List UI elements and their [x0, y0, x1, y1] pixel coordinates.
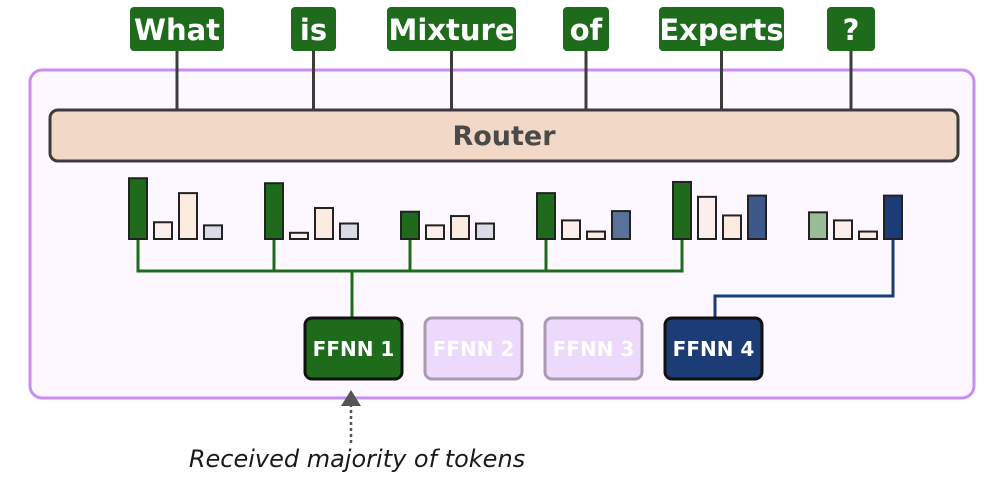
token-1: What: [130, 7, 224, 51]
expert-ffnn-3: FFNN 3: [543, 316, 644, 381]
expert-label: FFNN 1: [313, 337, 395, 361]
token-6: ?: [827, 7, 875, 51]
token-label: Mixture: [389, 13, 515, 47]
token-box: [387, 7, 516, 51]
token-box: [827, 7, 875, 51]
token-label: ?: [843, 13, 860, 47]
probability-bar-expert-1: [128, 177, 148, 241]
probability-bar-expert-4: [339, 222, 359, 240]
expert-ffnn-4: FFNN 4: [663, 316, 764, 381]
router-probabilities-token-2: [264, 182, 359, 241]
probability-bar-expert-4: [883, 194, 903, 241]
token-box: [659, 7, 784, 51]
probability-bar-expert-3: [722, 214, 742, 241]
router-probabilities-token-6: [808, 194, 903, 241]
annotation-caption: Received majority of tokens: [188, 445, 526, 473]
token-box: [130, 7, 224, 51]
probability-bar-expert-2: [697, 195, 717, 240]
probability-bar-expert-3: [858, 230, 878, 240]
token-label: is: [300, 13, 327, 47]
probability-bar-expert-4: [747, 194, 767, 241]
expert-box: [663, 316, 764, 381]
arrow-up-icon: [341, 390, 361, 445]
router-probabilities-token-1: [128, 177, 223, 241]
router-label: Router: [452, 121, 556, 152]
probability-bar-expert-3: [586, 230, 606, 240]
expert-label: FFNN 4: [673, 337, 755, 361]
expert-box: [423, 316, 524, 381]
router-box: [48, 108, 960, 163]
probability-bar-expert-1: [672, 180, 692, 241]
probability-bar-expert-2: [425, 224, 445, 241]
token-box: [563, 7, 609, 51]
router-probabilities-token-4: [536, 192, 631, 241]
probability-bar-expert-3: [314, 207, 334, 240]
probability-bar-expert-3: [178, 192, 198, 240]
expert-box: [543, 316, 644, 381]
expert-ffnn-2: FFNN 2: [423, 316, 524, 381]
token-label: Experts: [659, 13, 783, 47]
probability-bar-expert-3: [450, 215, 470, 240]
probability-bar-expert-2: [289, 231, 309, 241]
probability-bar-expert-2: [153, 221, 173, 240]
token-box: [291, 7, 336, 51]
expert-ffnn-1: FFNN 1: [303, 316, 404, 381]
route-line-to-ffnn-4: [713, 239, 895, 318]
probability-bar-expert-4: [203, 224, 223, 241]
expert-label: FFNN 3: [553, 337, 635, 361]
probability-bar-expert-1: [808, 211, 828, 240]
expert-box: [303, 316, 404, 381]
router-probabilities-token-3: [400, 210, 495, 241]
probability-bar-expert-2: [561, 219, 581, 240]
probability-bar-expert-1: [536, 192, 556, 240]
probability-bar-expert-1: [264, 182, 284, 240]
token-4: of: [563, 7, 609, 51]
probability-bar-expert-4: [475, 222, 495, 240]
probability-bar-expert-1: [400, 210, 420, 241]
token-5: Experts: [659, 7, 784, 51]
token-3: Mixture: [387, 7, 516, 51]
token-label: What: [134, 13, 220, 47]
probability-bar-expert-4: [611, 210, 631, 241]
expert-label: FFNN 2: [433, 337, 515, 361]
token-label: of: [570, 13, 603, 47]
probability-bar-expert-2: [833, 219, 853, 240]
router-probabilities-token-5: [672, 180, 767, 241]
token-2: is: [291, 7, 336, 51]
